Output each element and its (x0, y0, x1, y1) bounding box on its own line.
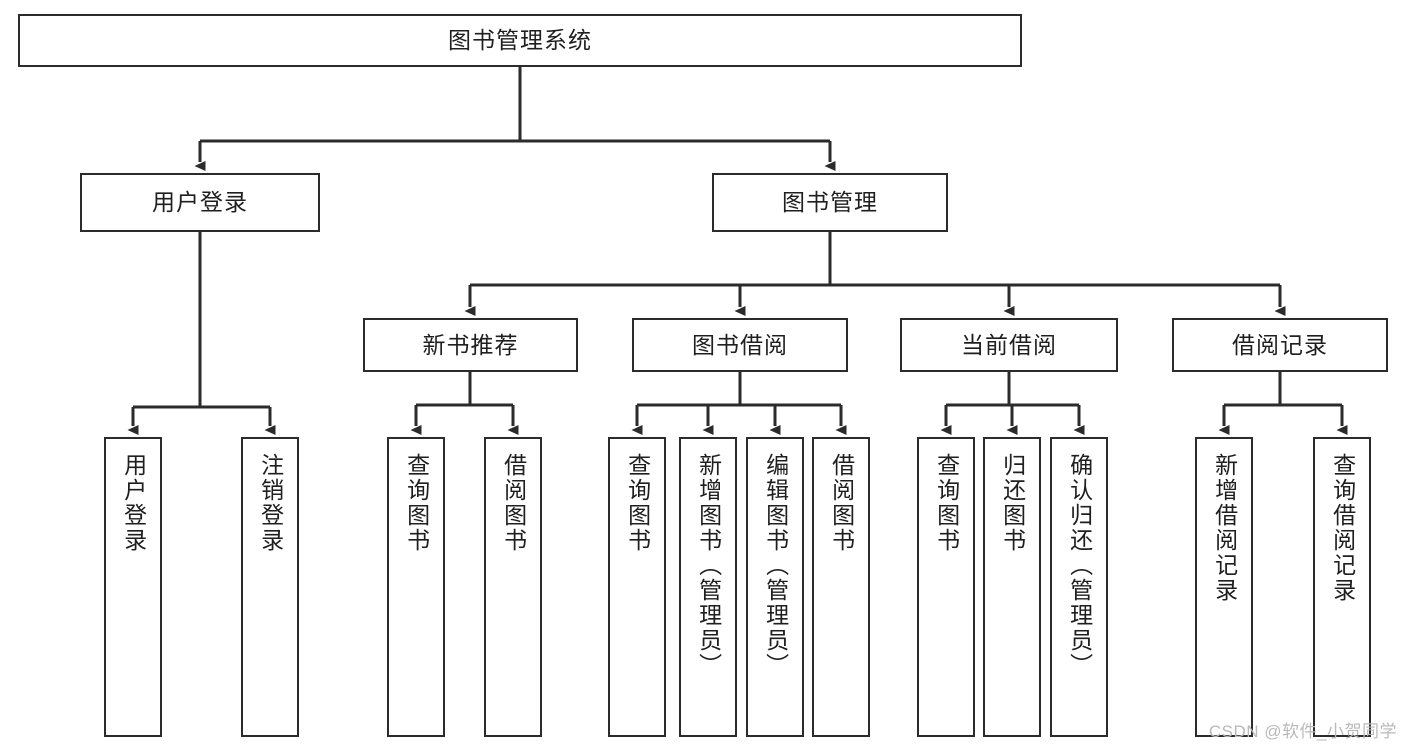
node-leaf-query-book-2[interactable]: 查询图书 (608, 437, 666, 737)
node-leaf-return-book[interactable]: 归还图书 (983, 437, 1041, 737)
node-leaf-add-book[interactable]: 新增图书（管理员） (679, 437, 737, 737)
node-borrow-record[interactable]: 借阅记录 (1172, 318, 1388, 372)
node-label: 用户登录 (120, 453, 147, 553)
node-label: 用户登录 (152, 189, 248, 216)
node-label: 图书管理系统 (448, 27, 592, 54)
node-leaf-query-record[interactable]: 查询借阅记录 (1313, 437, 1371, 737)
node-label: 新增借阅记录 (1211, 453, 1238, 603)
node-leaf-edit-book[interactable]: 编辑图书（管理员） (746, 437, 804, 737)
edges-user-login (127, 232, 276, 435)
node-book-borrow[interactable]: 图书借阅 (632, 318, 848, 372)
node-leaf-borrow-book-2[interactable]: 借阅图书 (812, 437, 870, 737)
edges-borrow-record (1218, 372, 1348, 435)
edges-book-borrow (631, 372, 847, 435)
node-label: 注销登录 (257, 453, 284, 553)
edges-new-book-recommend (410, 372, 519, 435)
node-label: 借阅图书 (828, 453, 855, 553)
node-label: 当前借阅 (961, 331, 1057, 358)
node-label: 新书推荐 (422, 331, 519, 358)
node-book-manage[interactable]: 图书管理 (712, 173, 948, 232)
csdn-watermark: CSDN @软件_小贺同学 (1208, 722, 1397, 741)
node-leaf-query-book-1[interactable]: 查询图书 (387, 437, 445, 737)
node-label: 查询图书 (624, 453, 651, 553)
node-label: 编辑图书（管理员） (762, 453, 789, 678)
node-label: 图书借阅 (692, 331, 788, 358)
edges-current-borrow (940, 372, 1085, 435)
node-label: 归还图书 (999, 453, 1026, 553)
node-leaf-query-book-3[interactable]: 查询图书 (917, 437, 975, 737)
node-leaf-add-record[interactable]: 新增借阅记录 (1195, 437, 1253, 737)
edges-root (194, 67, 836, 171)
node-label: 借阅记录 (1232, 331, 1328, 358)
node-label: 查询借阅记录 (1329, 453, 1356, 603)
node-new-book-recommend[interactable]: 新书推荐 (363, 318, 578, 372)
edges-book-manage (464, 232, 1286, 316)
node-leaf-confirm-return[interactable]: 确认归还（管理员） (1050, 437, 1108, 737)
node-label: 查询图书 (933, 453, 960, 553)
node-label: 查询图书 (403, 453, 430, 553)
node-leaf-borrow-book-1[interactable]: 借阅图书 (484, 437, 542, 737)
node-leaf-logout[interactable]: 注销登录 (241, 437, 299, 737)
node-label: 借阅图书 (500, 453, 527, 553)
node-label: 确认归还（管理员） (1066, 453, 1093, 678)
node-leaf-user-login[interactable]: 用户登录 (104, 437, 162, 737)
node-current-borrow[interactable]: 当前借阅 (900, 318, 1118, 372)
node-label: 图书管理 (782, 189, 878, 216)
node-root-system[interactable]: 图书管理系统 (18, 14, 1022, 67)
node-label: 新增图书（管理员） (695, 453, 722, 678)
node-user-login[interactable]: 用户登录 (80, 173, 320, 232)
